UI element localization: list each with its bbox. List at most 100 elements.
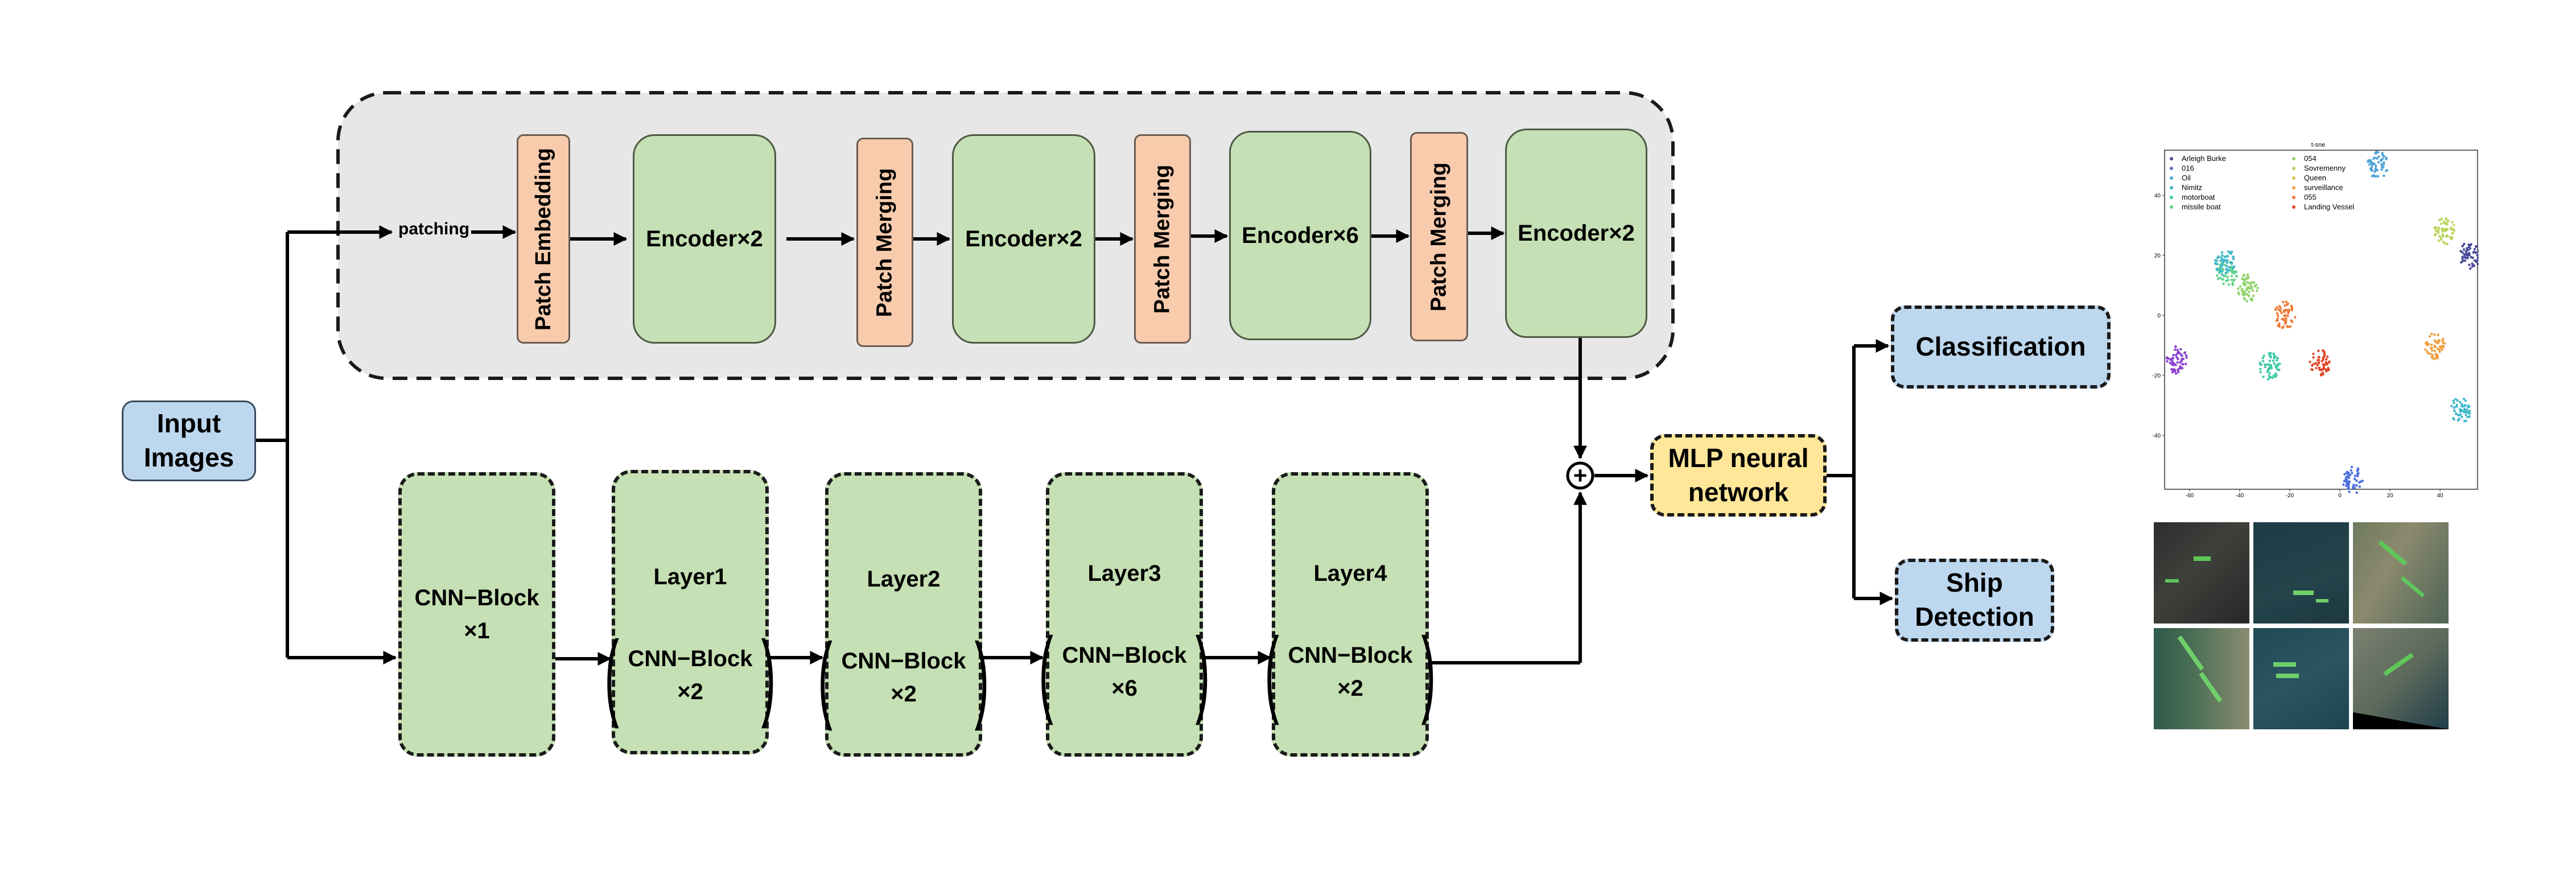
tsne-point [2381,151,2384,155]
legend-swatch [2170,176,2173,180]
tsne-point [2373,175,2377,178]
tsne-point [2322,358,2324,361]
tsne-point [2266,370,2269,373]
layer2-right-paren: ) [975,624,990,732]
tsne-point [2317,358,2321,362]
tsne-point [2216,274,2219,277]
legend-swatch [2170,186,2173,189]
tsne-point [2322,368,2324,371]
tsne-point [2221,254,2224,257]
y-tick-label: 20 [2154,253,2161,259]
tsne-point [2472,251,2475,254]
tsne-point [2348,480,2351,483]
tsne-point [2244,277,2248,280]
tsne-point [2178,351,2181,354]
tsne-point [2256,289,2258,292]
tsne-point [2177,370,2180,374]
encoder-box-1: Encoder×2 [633,134,776,344]
tsne-point [2348,476,2351,480]
tsne-point [2236,287,2240,290]
cnn-block-line1: CNN−Block [414,585,539,610]
tsne-point [2379,159,2382,162]
tsne-point [2473,259,2476,262]
tsne-point [2473,247,2476,251]
tsne-point [2327,366,2330,370]
layer4-left-paren: ( [1264,618,1279,726]
tsne-point [2436,355,2439,358]
tsne-point [2324,370,2328,373]
tsne-point [2472,263,2475,267]
tsne-point [2466,415,2469,419]
tsne-point [2278,362,2281,365]
tsne-point [2227,283,2231,286]
tsne-point [2274,308,2277,311]
tsne-point [2437,348,2441,351]
tsne-point [2244,283,2247,286]
tsne-point [2177,369,2179,371]
legend-label: motorboat [2182,193,2215,201]
tsne-point [2383,161,2385,164]
tsne-point [2376,169,2379,172]
legend-swatch [2292,176,2295,180]
tsne-point [2343,473,2346,476]
tsne-point [2427,352,2430,355]
tsne-point [2385,156,2388,159]
tsne-point [2459,400,2462,404]
tsne-point [2317,349,2320,353]
legend-swatch [2170,205,2173,209]
legend-swatch [2292,186,2295,189]
tsne-point [2169,361,2171,365]
tsne-point [2347,487,2350,490]
tsne-point [2284,304,2286,307]
tsne-point [2171,357,2174,360]
tsne-point [2450,238,2453,241]
tsne-point [2450,404,2453,407]
tsne-point [2285,317,2288,320]
tsne-point [2226,276,2229,279]
tsne-point [2455,403,2458,406]
tsne-point [2278,322,2281,325]
legend-swatch [2170,196,2173,199]
tsne-point [2353,477,2356,481]
tsne-point [2442,241,2445,243]
cnn-block-box: CNN−Block ×1 [398,472,555,757]
tsne-point [2223,275,2225,278]
legend-label: Queen [2304,174,2326,182]
tsne-point [2223,255,2226,258]
tsne-point [2470,255,2472,259]
tsne-point [2475,251,2478,254]
tsne-point [2166,360,2169,363]
tsne-point [2466,405,2470,408]
tsne-point [2272,352,2275,355]
tsne-point [2438,218,2441,221]
tsne-point [2461,245,2464,247]
tsne-point [2476,262,2479,266]
tsne-point [2355,491,2358,494]
tsne-point [2273,362,2276,365]
tsne-point [2284,322,2287,325]
fusion-symbol: + [1573,462,1588,489]
legend-swatch [2170,157,2173,160]
tsne-point [2243,296,2245,300]
tsne-point [2438,350,2441,353]
legend-label: Oil [2182,174,2191,182]
tsne-point [2464,250,2467,253]
tsne-point [2430,349,2434,352]
tsne-point [2276,317,2279,320]
tsne-point [2174,353,2178,357]
tsne-point [2224,271,2227,274]
tsne-point [2347,482,2350,485]
tsne-point [2433,333,2436,336]
tsne-point [2461,255,2464,258]
mlp-box: MLP neural network [1650,434,1827,517]
tsne-point [2230,274,2233,278]
tsne-point [2345,484,2348,488]
detection-box-mark [2194,556,2211,561]
layer1-title: Layer1 [653,564,727,589]
tsne-point [2461,257,2464,261]
tsne-point [2477,249,2479,253]
tsne-point [2314,362,2318,365]
tsne-point [2457,414,2460,416]
tsne-point [2268,363,2270,366]
